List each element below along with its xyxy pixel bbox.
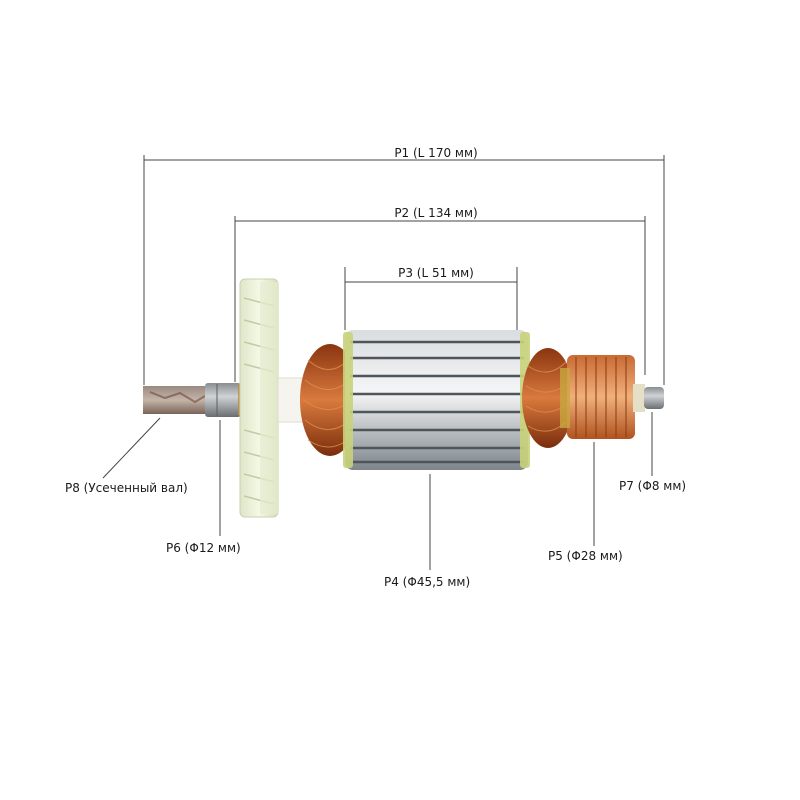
callout-p6-label: P6 (Φ12 мм) [166,541,241,555]
callout-p8-label: P8 (Усеченный вал) [65,481,188,495]
shaft-end-right [644,387,664,409]
dimension-p3 [344,267,518,330]
callout-p5-label: P5 (Φ28 мм) [548,549,623,563]
armature [143,278,664,518]
fan [239,278,279,518]
rotor-core [343,330,530,470]
dimension-p3-label: P3 (L 51 мм) [398,266,474,280]
dimension-p2 [234,216,646,382]
dimension-p1 [143,155,665,385]
callout-p4-label: P4 (Φ45,5 мм) [384,575,470,589]
bearing-seat [205,383,241,417]
callout-p7-label: P7 (Φ8 мм) [619,479,686,493]
callout-p8-leader [102,417,161,479]
commutator [560,355,635,439]
dimension-p2-label: P2 (L 134 мм) [394,206,477,220]
dimension-p1-label: P1 (L 170 мм) [394,146,477,160]
